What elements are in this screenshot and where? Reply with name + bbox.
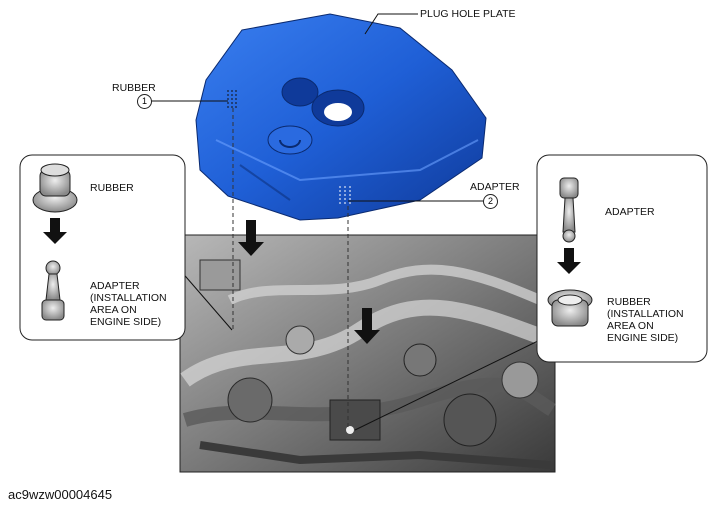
rubber-part-icon [32, 163, 78, 213]
plug-hole-plate-label: PLUG HOLE PLATE [420, 8, 516, 20]
arrow-down-icon [354, 308, 380, 344]
callout-2: 2 [483, 194, 498, 209]
right-inset-box [536, 154, 708, 363]
left-inset-rubber-label: RUBBER [90, 182, 134, 194]
left-inset-adapter-label: ADAPTER (INSTALLATION AREA ON ENGINE SID… [90, 280, 167, 328]
adapter-part-icon [559, 177, 579, 243]
left-inset-box [19, 154, 186, 341]
right-inset-rubber-label: RUBBER (INSTALLATION AREA ON ENGINE SIDE… [607, 296, 684, 344]
rubber-top-label: RUBBER [112, 82, 156, 94]
arrow-down-icon [238, 220, 264, 256]
engine-bay-image [179, 234, 556, 473]
adapter-part-icon [41, 260, 65, 321]
callout-1: 1 [137, 94, 152, 109]
arrow-down-icon [557, 248, 581, 274]
rubber-mount-2 [339, 186, 351, 430]
down-arrows [238, 220, 380, 344]
arrow-down-icon [43, 218, 67, 244]
right-inset-adapter-label: ADAPTER [605, 206, 655, 218]
rubber-part-icon [547, 289, 593, 327]
plug-hole-plate [195, 13, 487, 221]
leader-lines [146, 13, 541, 431]
rubber-mount-1 [227, 90, 237, 330]
adapter-top-label: ADAPTER [470, 181, 520, 193]
figure-id: ac9wzw00004645 [8, 487, 113, 502]
